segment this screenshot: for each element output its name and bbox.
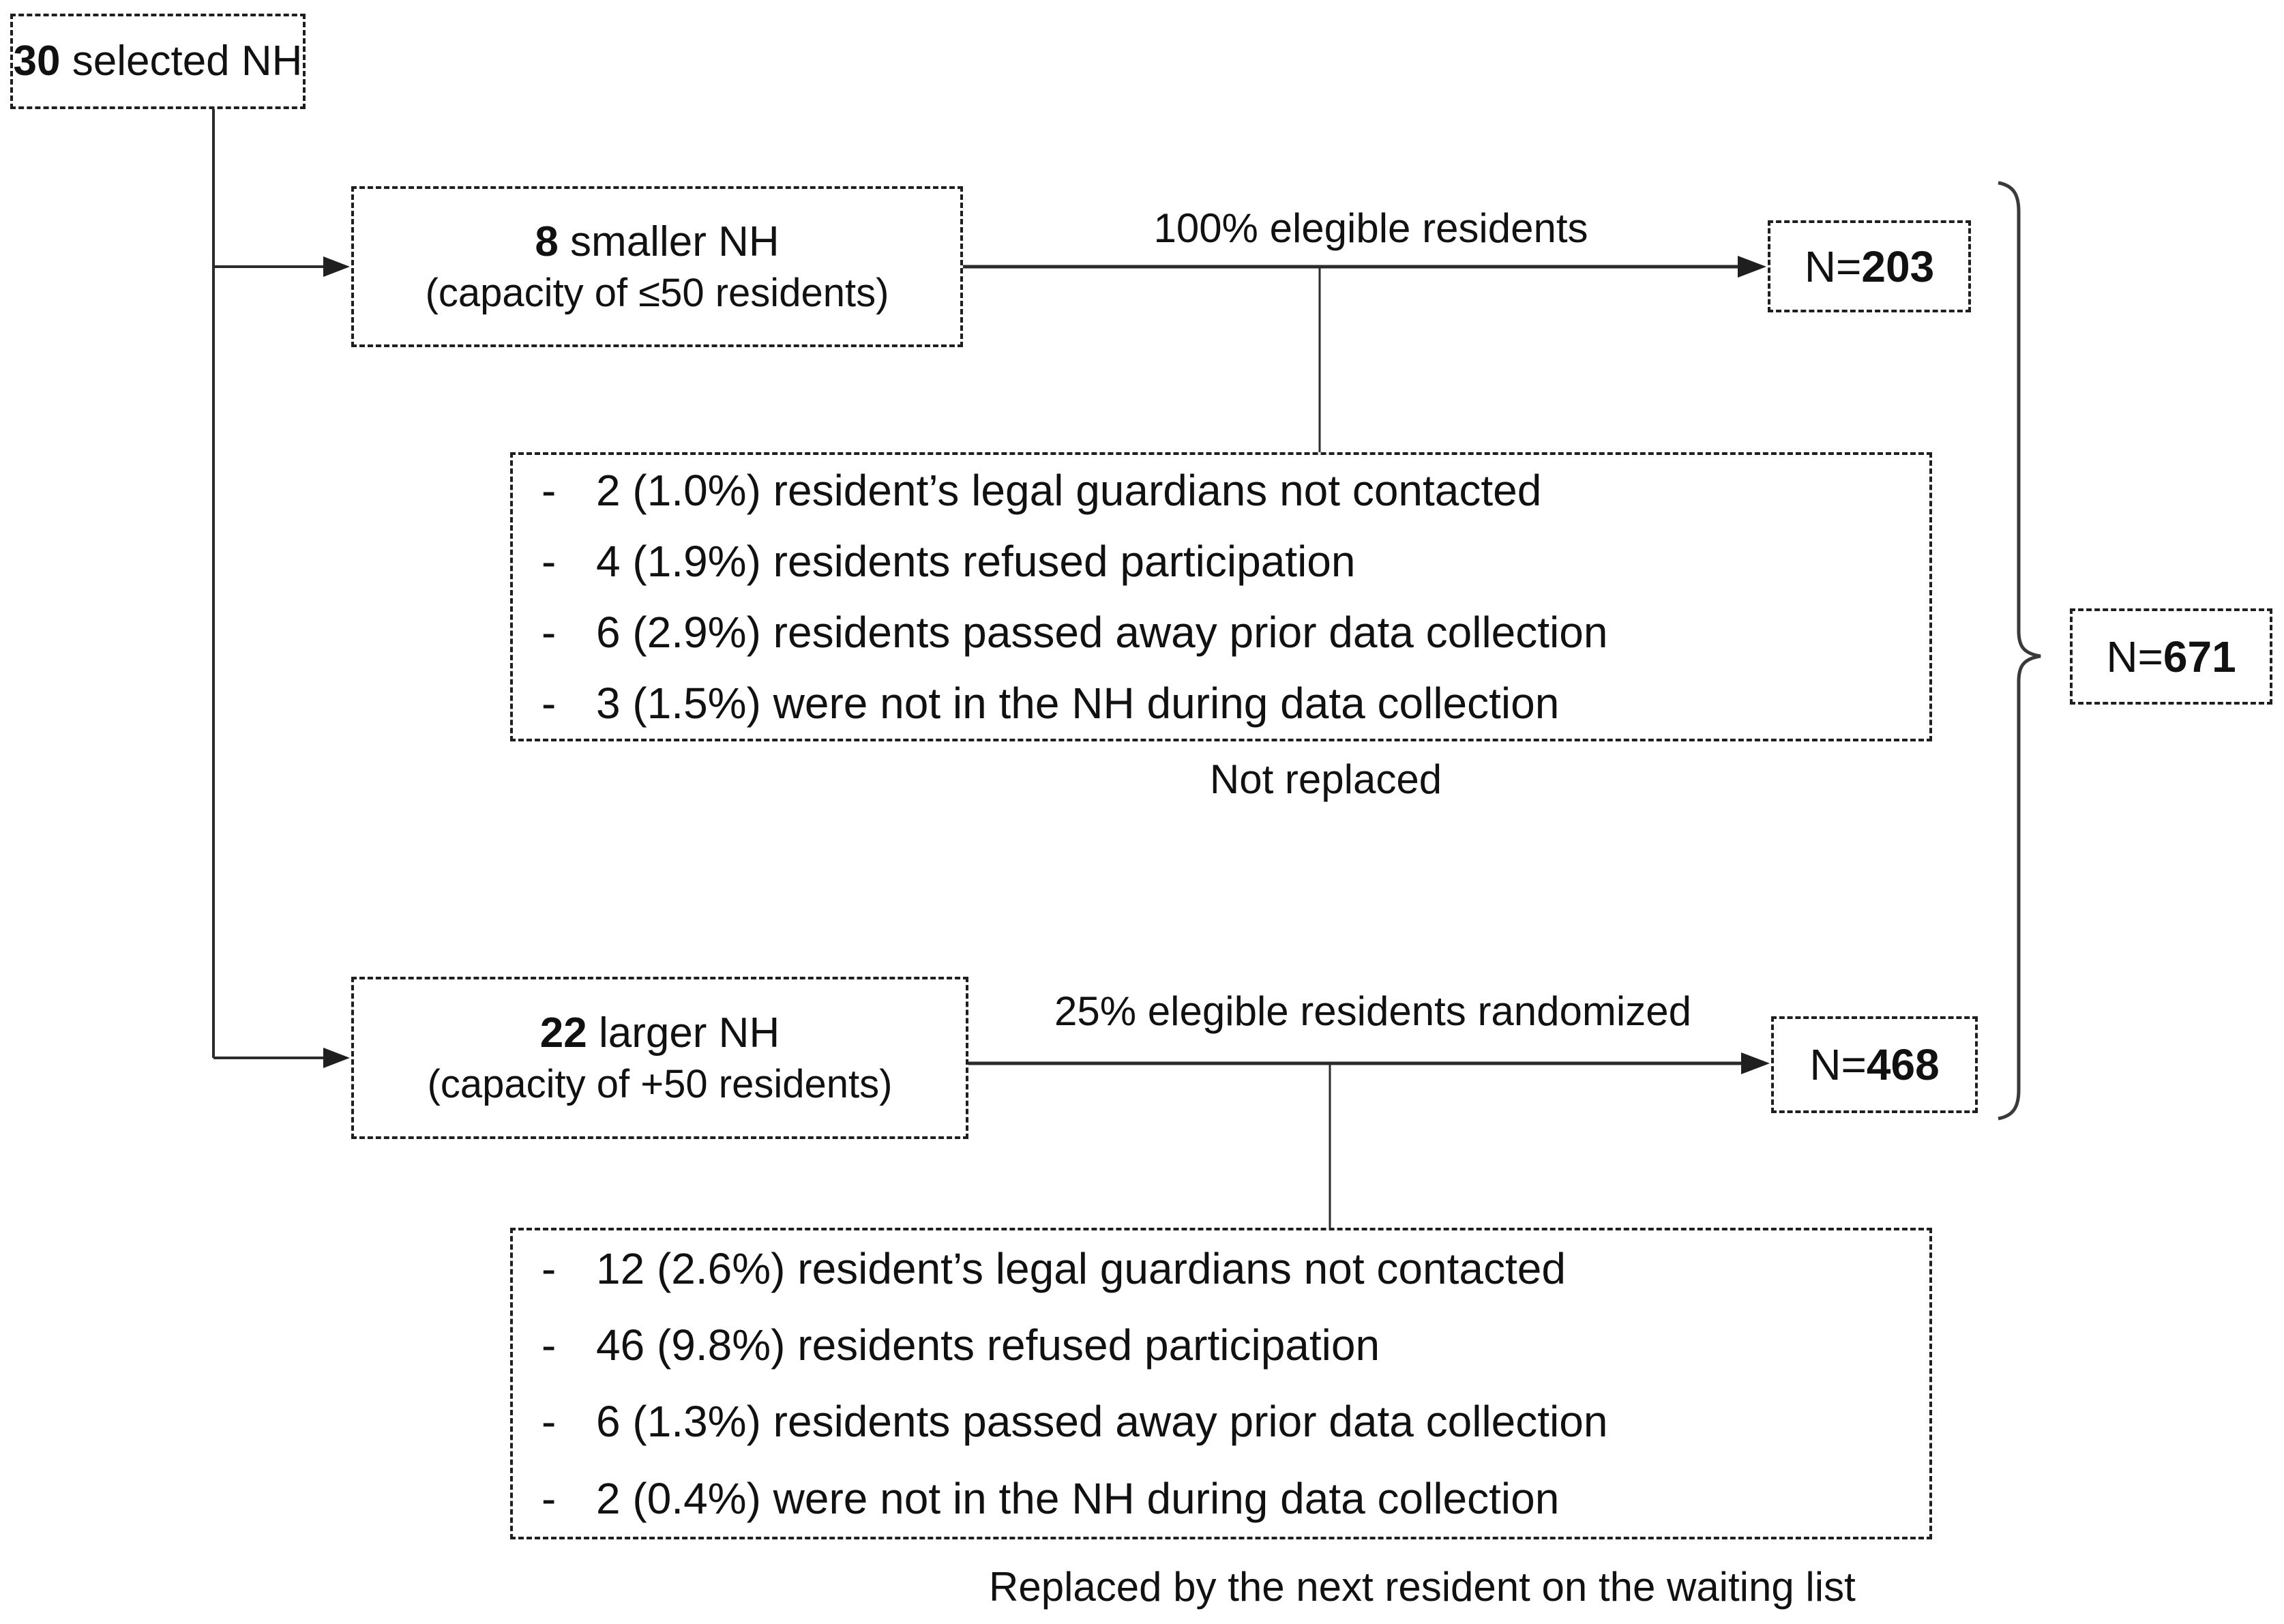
exclusion-item: - 2 (0.4%) were not in the NH during dat… (513, 1473, 1929, 1523)
exclusion-item: - 6 (1.3%) residents passed away prior d… (513, 1397, 1929, 1447)
node-n468: N=468 (1771, 1016, 1978, 1113)
exclusions-smaller-box: - 2 (1.0%) resident’s legal guardians no… (510, 452, 1932, 741)
exclusion-item: - 12 (2.6%) resident’s legal guardians n… (513, 1245, 1929, 1293)
exclusion-text: 2 (1.0%) resident’s legal guardians not … (596, 465, 1542, 515)
node-n203: N=203 (1768, 220, 1971, 312)
smaller-nh-count: 8 (535, 218, 559, 265)
smaller-nh-text: smaller NH (558, 218, 780, 265)
larger-nh-count: 22 (539, 1009, 587, 1057)
exclusion-text: 4 (1.9%) residents refused participation (596, 536, 1356, 586)
exclusion-item: - 6 (2.9%) residents passed away prior d… (513, 608, 1929, 656)
arrow-label-smaller: 100% elegible residents (1153, 205, 1588, 251)
n468-prefix: N= (1809, 1040, 1867, 1089)
n468-value: 468 (1866, 1040, 1940, 1089)
bullet-dash: - (542, 607, 557, 657)
exclusion-item: - 2 (1.0%) resident’s legal guardians no… (513, 465, 1929, 515)
brace-total-icon (1998, 181, 2041, 1121)
node-n468-label: N=468 (1809, 1039, 1939, 1090)
exclusion-text: 6 (2.9%) residents passed away prior dat… (596, 607, 1608, 657)
node-selected-nh: 30 selected NH (10, 14, 306, 109)
node-smaller-nh-subtitle: (capacity of ≤50 residents) (425, 270, 889, 315)
arrowhead-smaller-icon (323, 256, 350, 277)
bullet-dash: - (542, 1320, 557, 1370)
n671-value: 671 (2163, 632, 2236, 681)
node-n203-label: N=203 (1805, 241, 1934, 292)
n203-value: 203 (1861, 241, 1935, 291)
node-smaller-nh-title: 8 smaller NH (535, 216, 779, 269)
node-selected-nh-label: 30 selected NH (14, 35, 303, 88)
exclusion-item: - 4 (1.9%) residents refused participati… (513, 537, 1929, 585)
bullet-dash: - (542, 465, 557, 515)
node-n671-label: N=671 (2106, 632, 2236, 682)
node-larger-nh: 22 larger NH (capacity of +50 residents) (351, 977, 968, 1139)
exclusion-text: 12 (2.6%) resident’s legal guardians not… (596, 1243, 1566, 1293)
arrowhead-larger-icon (323, 1048, 350, 1068)
node-larger-nh-title: 22 larger NH (540, 1007, 780, 1060)
exclusions-larger-box: - 12 (2.6%) resident’s legal guardians n… (510, 1228, 1932, 1539)
node-n671: N=671 (2070, 608, 2272, 705)
arrowhead-n203-icon (1738, 256, 1766, 278)
exclusion-item: - 46 (9.8%) residents refused participat… (513, 1320, 1929, 1370)
exclusion-text: 2 (0.4%) were not in the NH during data … (596, 1473, 1560, 1523)
bullet-dash: - (542, 1243, 557, 1293)
arrowhead-n468-icon (1741, 1052, 1770, 1074)
bullet-dash: - (542, 678, 557, 728)
exclusions-larger-caption: Replaced by the next resident on the wai… (989, 1564, 1856, 1610)
n671-prefix: N= (2106, 632, 2163, 681)
bullet-dash: - (542, 1473, 557, 1523)
bullet-dash: - (542, 536, 557, 586)
node-larger-nh-subtitle: (capacity of +50 residents) (427, 1061, 893, 1106)
exclusion-text: 6 (1.3%) residents passed away prior dat… (596, 1397, 1608, 1447)
exclusion-text: 46 (9.8%) residents refused participatio… (596, 1320, 1380, 1370)
n203-prefix: N= (1804, 241, 1862, 291)
exclusion-text: 3 (1.5%) were not in the NH during data … (596, 678, 1560, 728)
selected-nh-text: selected NH (60, 38, 303, 85)
selected-nh-count: 30 (13, 38, 61, 85)
node-smaller-nh: 8 smaller NH (capacity of ≤50 residents) (351, 186, 963, 347)
exclusion-item: - 3 (1.5%) were not in the NH during dat… (513, 679, 1929, 727)
bullet-dash: - (542, 1397, 557, 1447)
arrow-label-larger: 25% elegible residents randomized (1054, 988, 1691, 1034)
larger-nh-text: larger NH (587, 1009, 780, 1057)
exclusions-smaller-caption: Not replaced (1209, 756, 1442, 802)
